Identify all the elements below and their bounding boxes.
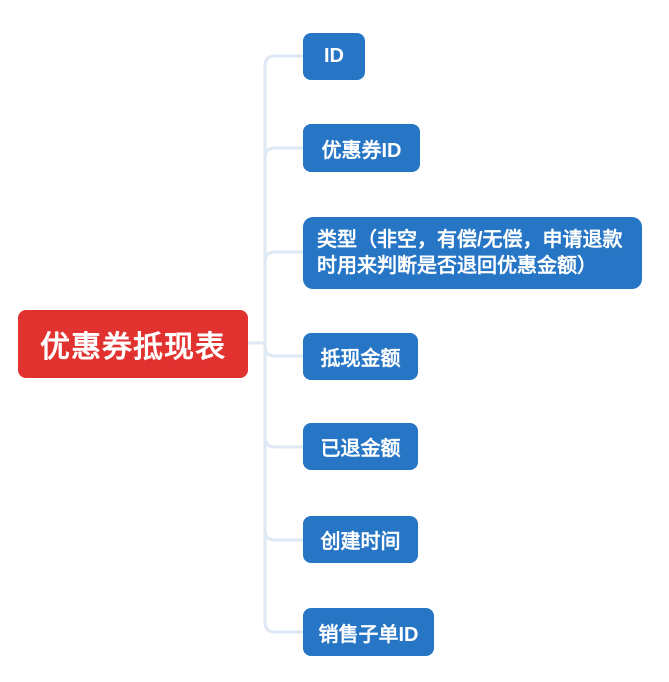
connector-child-4 xyxy=(263,341,305,449)
child-node-coupon-id[interactable]: 优惠券ID xyxy=(303,124,420,172)
child-node-sales-sub-order-id[interactable]: 销售子单ID xyxy=(303,608,434,656)
connector-child-1 xyxy=(263,146,305,345)
child-node-refunded-amount[interactable]: 已退金额 xyxy=(303,423,418,470)
connector-child-6 xyxy=(263,341,305,634)
child-node-deduction-amount[interactable]: 抵现金额 xyxy=(303,333,418,380)
connector-child-0 xyxy=(263,54,305,345)
child-node-type[interactable]: 类型（非空，有偿/无偿，申请退款时用来判断是否退回优惠金额） xyxy=(303,217,642,289)
child-node-create-time[interactable]: 创建时间 xyxy=(303,516,418,563)
connector-child-2 xyxy=(263,250,305,345)
connector-child-5 xyxy=(263,341,305,542)
child-node-id[interactable]: ID xyxy=(303,33,365,80)
connector-child-3 xyxy=(263,341,305,358)
root-node-coupon-deduction-table[interactable]: 优惠券抵现表 xyxy=(18,310,248,378)
